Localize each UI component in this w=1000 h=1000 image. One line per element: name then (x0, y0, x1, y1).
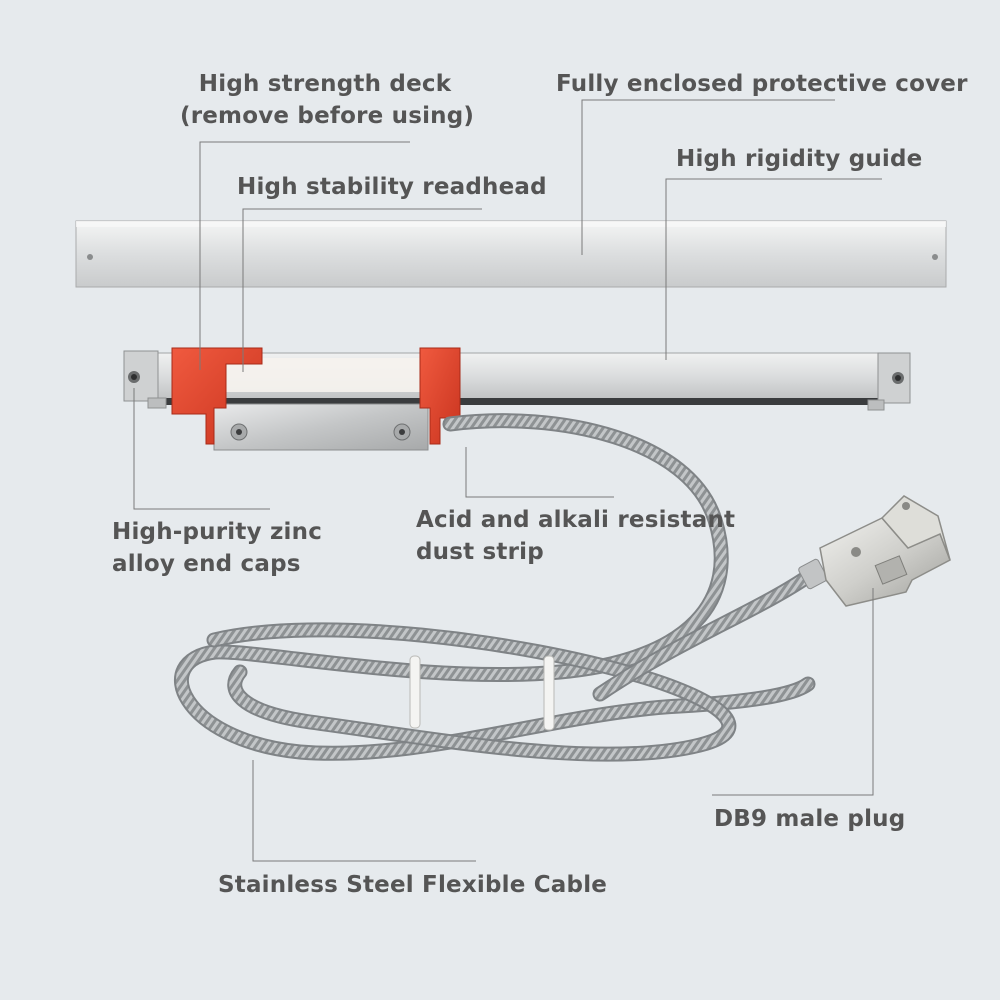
readhead (171, 347, 461, 451)
label-readhead: High stability readhead (237, 174, 547, 200)
leader-rigidity-guide (665, 178, 882, 360)
protective-cover (75, 220, 947, 288)
leader-db9-plug (712, 588, 874, 796)
label-rigidity-guide: High rigidity guide (676, 146, 923, 172)
leader-protective-cover (581, 99, 835, 255)
label-db9-plug: DB9 male plug (714, 806, 906, 832)
right-end-cap (867, 352, 911, 411)
leader-cable (252, 760, 476, 862)
flexible-cable (173, 413, 818, 762)
leader-dust-strip (465, 447, 614, 498)
label-protective-cover: Fully enclosed protective cover (556, 71, 968, 97)
leader-readhead (242, 208, 482, 372)
db9-plug (798, 495, 951, 607)
label-high-strength-deck: High strength deck (remove before using) (180, 71, 475, 129)
leader-high-strength-deck (199, 141, 410, 370)
label-dust-strip: Acid and alkali resistant dust strip (416, 507, 736, 565)
left-end-cap (123, 350, 167, 409)
label-cable: Stainless Steel Flexible Cable (218, 872, 608, 898)
leader-lines (133, 99, 882, 862)
leader-end-caps (133, 388, 270, 510)
label-end-caps: High-purity zinc alloy end caps (112, 519, 323, 577)
